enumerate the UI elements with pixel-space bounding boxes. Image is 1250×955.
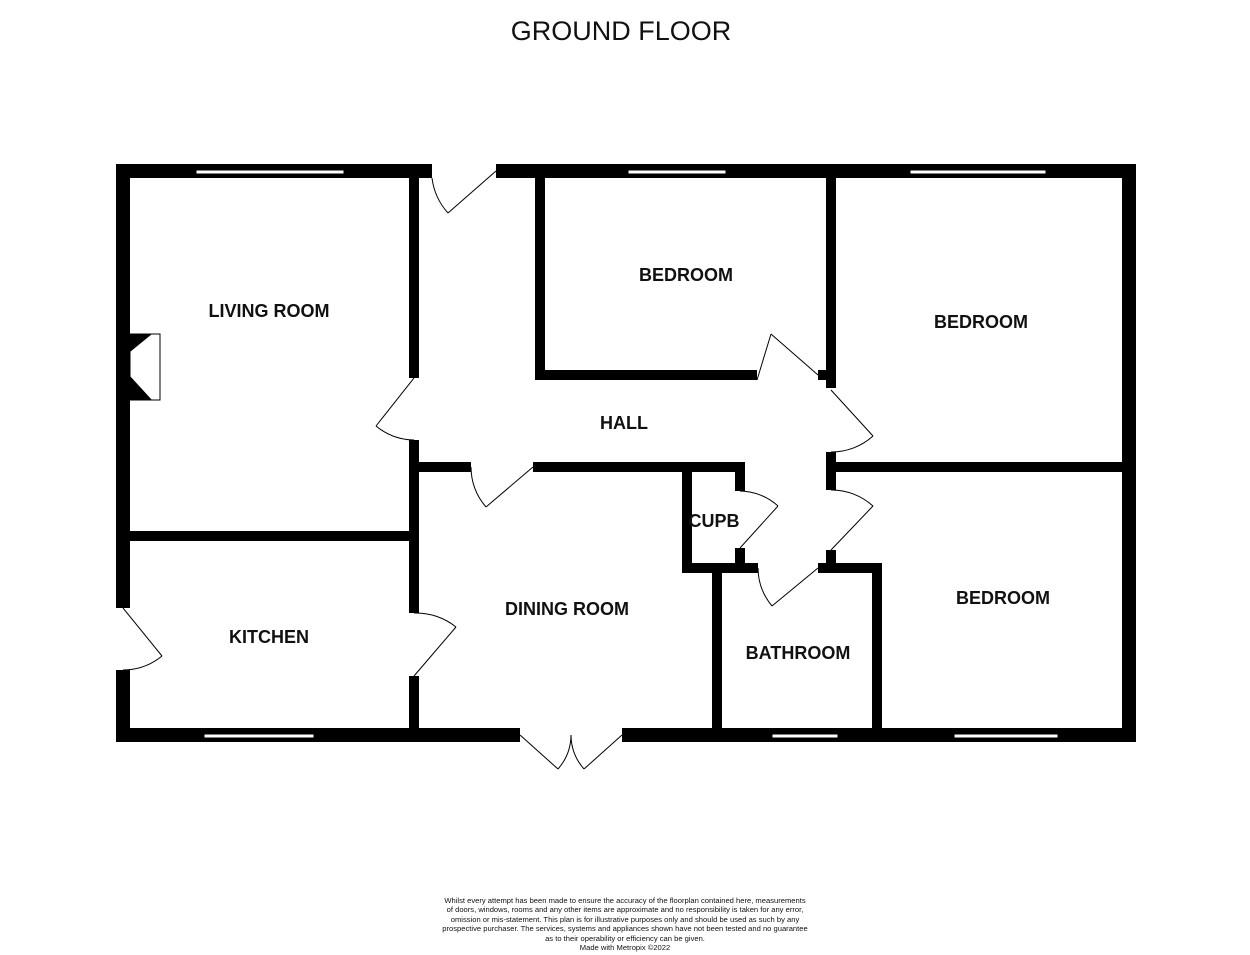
bedroom-1-door-icon <box>756 333 819 381</box>
bedroom1-left-wall <box>535 178 545 380</box>
bedroom1-bottom-wall <box>535 370 757 380</box>
interior-walls <box>130 178 1122 728</box>
bedroom-3-door-icon <box>830 489 874 551</box>
french-doors-icon <box>519 734 623 770</box>
window-bedroom-3 <box>953 733 1059 739</box>
fireplace-icon <box>129 333 161 401</box>
label-bedroom-1: BEDROOM <box>639 265 733 285</box>
window-bedroom-2 <box>909 169 1047 175</box>
label-living-room: LIVING ROOM <box>209 301 330 321</box>
label-bathroom: BATHROOM <box>746 643 851 663</box>
living-kitchen-wall <box>130 531 419 541</box>
bathroom-door-icon <box>757 567 819 607</box>
front-door-icon <box>431 170 497 214</box>
living-hall-wall-upper <box>409 178 419 378</box>
room-labels: LIVING ROOM BEDROOM BEDROOM HALL CUPB KI… <box>209 265 1051 663</box>
kitchen-external-door-icon <box>122 607 163 671</box>
living-hall-wall-lower <box>409 440 419 532</box>
label-bedroom-3: BEDROOM <box>956 588 1050 608</box>
window-bathroom <box>771 733 839 739</box>
label-bedroom-2: BEDROOM <box>934 312 1028 332</box>
left-wall-lower <box>116 670 130 742</box>
window-kitchen <box>203 733 315 739</box>
bedroom2-bedroom3-wall <box>836 462 1122 472</box>
hall-dining-wall-right <box>533 462 745 472</box>
dining-room-door-icon <box>470 466 534 508</box>
doors <box>122 170 874 770</box>
living-room-door-icon <box>375 377 415 441</box>
disclaimer-line: Whilst every attempt has been made to en… <box>444 896 806 905</box>
metropix-credit: Made with Metropix ©2022 <box>579 943 671 953</box>
bottom-wall-right <box>622 728 1136 742</box>
disclaimer-line: as to their operability or efficiency ca… <box>545 933 705 943</box>
bathroom-top-wall <box>818 563 882 573</box>
label-hall: HALL <box>600 413 648 433</box>
bedroom-2-door-icon <box>830 389 874 453</box>
exterior-walls <box>116 164 1136 742</box>
cupboard-right-wall-lower <box>735 548 745 573</box>
window-bedroom-1 <box>627 169 727 175</box>
disclaimer-line: prospective purchaser. The services, sys… <box>442 924 808 934</box>
cupboard-left-wall <box>682 472 692 573</box>
bottom-wall-left <box>116 728 520 742</box>
cupboard-door-icon <box>739 490 779 549</box>
disclaimer-line: of doors, windows, rooms and any other i… <box>446 905 804 915</box>
bedroom3-door-stub <box>826 550 836 572</box>
disclaimer: Whilst every attempt has been made to en… <box>400 896 850 952</box>
floor-title: GROUND FLOOR <box>511 16 732 46</box>
bathroom-bedroom3-wall <box>872 563 882 728</box>
bedroom1-bedroom2-wall <box>826 178 836 388</box>
label-kitchen: KITCHEN <box>229 627 309 647</box>
right-wall <box>1122 164 1136 742</box>
cupboard-right-wall-upper <box>735 472 745 491</box>
label-cupboard: CUPB <box>688 511 739 531</box>
hall-right-stub <box>826 452 836 490</box>
window-living-room <box>195 169 345 175</box>
dining-bathroom-wall <box>712 573 722 728</box>
label-dining-room: DINING ROOM <box>505 599 629 619</box>
cupboard-bottom-wall <box>682 563 758 573</box>
kitchen-dining-door-icon <box>413 612 457 677</box>
left-wall-upper <box>116 164 130 608</box>
kitchen-dining-wall-lower <box>409 676 419 728</box>
windows <box>195 169 1059 739</box>
kitchen-dining-wall-upper <box>409 541 419 613</box>
hall-dining-wall-left <box>419 462 471 472</box>
disclaimer-line: omission or mis-statement. This plan is … <box>450 914 800 924</box>
